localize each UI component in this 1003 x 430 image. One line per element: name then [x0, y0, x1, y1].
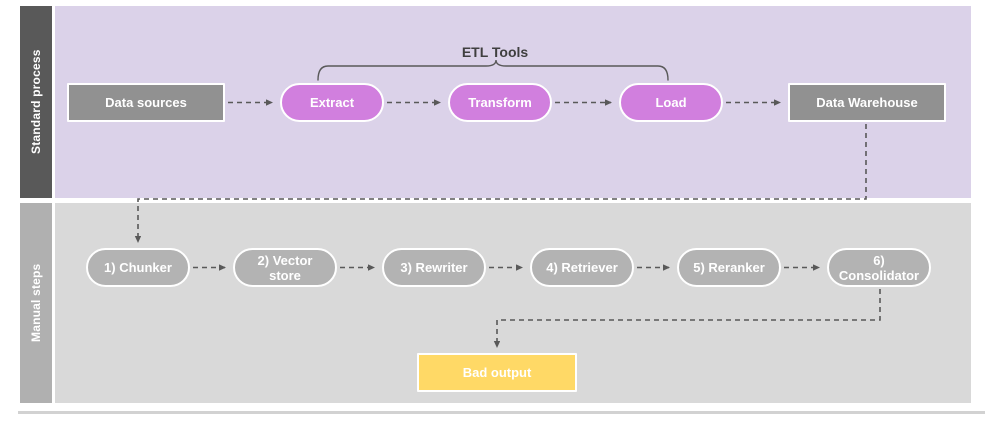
node-bad-output[interactable]: Bad output	[417, 353, 577, 392]
lane-label-standard-process: Standard process	[20, 6, 52, 198]
node-chunker[interactable]: 1) Chunker	[86, 248, 190, 287]
node-vector-store-label-line1: 2) Vector	[257, 252, 313, 268]
node-load[interactable]: Load	[619, 83, 723, 122]
node-bad-output-label: Bad output	[462, 365, 532, 380]
node-extract-label: Extract	[309, 95, 355, 110]
node-vector-store[interactable]: 2) Vector store	[233, 248, 337, 287]
node-data-warehouse[interactable]: Data Warehouse	[788, 83, 946, 122]
node-consolidator-label-line2: Consolidator	[838, 267, 920, 283]
node-rewriter-label: 3) Rewriter	[400, 260, 468, 275]
node-retriever-label: 4) Retriever	[546, 260, 618, 275]
node-load-label: Load	[655, 95, 687, 110]
node-consolidator-label: 6) Consolidator	[839, 253, 919, 283]
bottom-divider-rule	[18, 411, 985, 414]
node-transform[interactable]: Transform	[448, 83, 552, 122]
etl-tools-caption: ETL Tools	[461, 44, 529, 60]
node-retriever[interactable]: 4) Retriever	[530, 248, 634, 287]
lane-label-manual-steps: Manual steps	[20, 203, 52, 403]
node-vector-store-label: 2) Vector store	[258, 253, 313, 283]
node-reranker-label: 5) Reranker	[693, 260, 765, 275]
node-transform-label: Transform	[468, 95, 532, 110]
node-consolidator-label-line1: 6)	[873, 252, 885, 268]
node-data-sources[interactable]: Data sources	[67, 83, 225, 122]
node-chunker-label: 1) Chunker	[104, 260, 172, 275]
node-rewriter[interactable]: 3) Rewriter	[382, 248, 486, 287]
node-extract[interactable]: Extract	[280, 83, 384, 122]
node-data-sources-label: Data sources	[105, 95, 187, 110]
node-reranker[interactable]: 5) Reranker	[677, 248, 781, 287]
node-consolidator[interactable]: 6) Consolidator	[827, 248, 931, 287]
node-data-warehouse-label: Data Warehouse	[816, 95, 918, 110]
node-vector-store-label-line2: store	[269, 267, 301, 283]
